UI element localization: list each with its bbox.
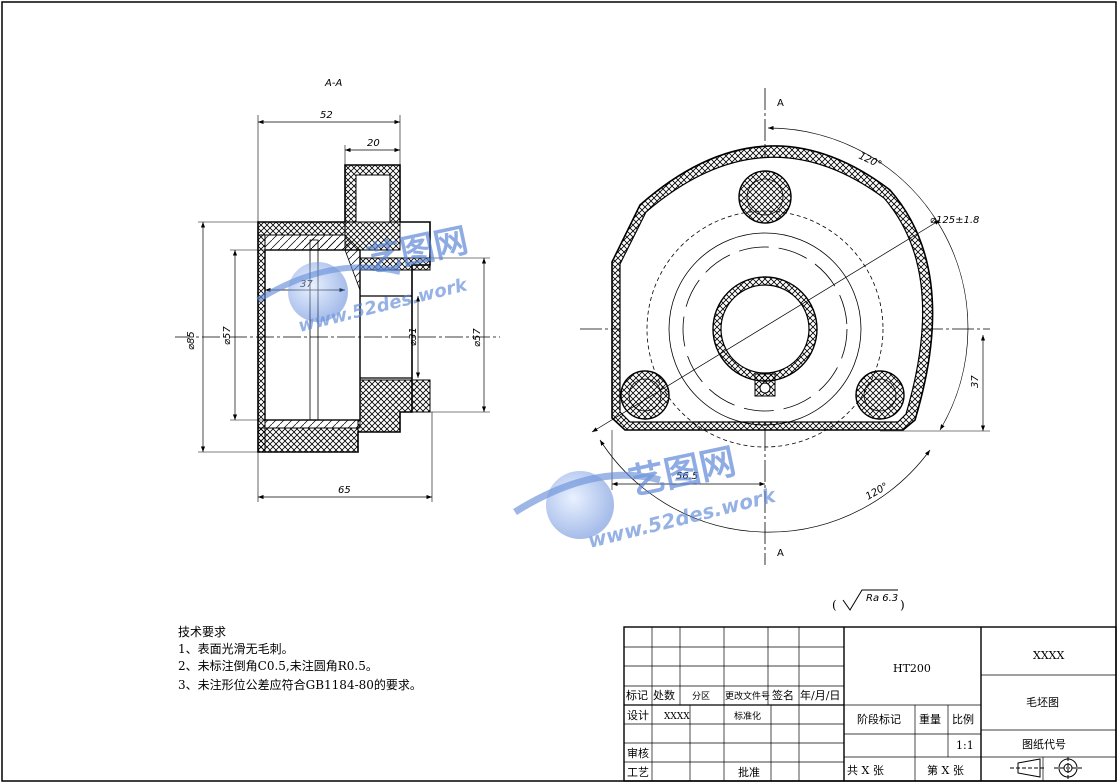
dim-52: 52 — [320, 110, 333, 121]
watermark-logo-2: 艺图网 www.52des.work — [513, 441, 779, 553]
roughness-close: ) — [900, 598, 905, 612]
dim-phi57-left: ⌀57 — [222, 326, 233, 345]
dim-20: 20 — [367, 138, 380, 149]
dim-37-front: 37 — [970, 375, 981, 388]
roughness-symbol: ( Ra 6.3 ) — [832, 589, 905, 612]
technical-requirements: 技术要求 1、表面光滑无毛刺。 2、未标注倒角C0.5,未注圆角R0.5。 3、… — [178, 625, 422, 692]
tb-standard: 标准化 — [734, 710, 761, 722]
section-view: A-A 52 20 65 — [175, 78, 500, 502]
dim-56-5: 56.5 — [676, 471, 698, 482]
tb-h-mark: 标记 — [626, 688, 648, 702]
front-view: A A ⌀125±1.8 120° 120° 37 — [580, 88, 990, 565]
tb-material: HT200 — [893, 662, 931, 675]
tb-total-sheets: 共 X 张 — [847, 764, 884, 777]
tb-h-count: 处数 — [653, 689, 675, 702]
dim-angle-bottom: 120° — [864, 481, 890, 503]
tb-approve: 批准 — [738, 765, 760, 779]
dim-65: 65 — [338, 485, 351, 496]
tb-company: XXXX — [1033, 649, 1064, 662]
tb-h-date: 年/月/日 — [800, 688, 840, 702]
tb-scale: 比例 — [952, 712, 974, 726]
dim-angle-top: 120° — [857, 151, 883, 171]
projection-symbol-icon — [1010, 757, 1082, 780]
tb-h-sign: 签名 — [772, 688, 794, 702]
requirement-item-2: 2、未标注倒角C0.5,未注圆角R0.5。 — [178, 658, 378, 673]
section-label: A-A — [324, 78, 342, 89]
tb-craft: 工艺 — [627, 766, 649, 779]
cut-label-top: A — [777, 98, 784, 109]
cut-label-bottom: A — [777, 548, 784, 559]
dim-phi31: ⌀31 — [408, 327, 419, 346]
tb-h-zone: 分区 — [692, 691, 710, 702]
tb-drawing-name: 毛坯图 — [1026, 696, 1059, 709]
tb-stage: 阶段标记 — [857, 712, 901, 726]
tb-check: 审核 — [627, 746, 649, 760]
title-block — [623, 626, 1117, 782]
tb-design: 设计 — [627, 709, 649, 722]
requirement-item-1: 1、表面光滑无毛刺。 — [178, 642, 294, 656]
dim-phi85: ⌀85 — [186, 331, 197, 350]
tb-design-name: XXXX — [664, 712, 690, 722]
roughness-open: ( — [832, 598, 837, 612]
tb-drawing-code: 图纸代号 — [1022, 738, 1066, 751]
dim-phi57-right: ⌀57 — [472, 328, 483, 347]
requirements-title: 技术要求 — [178, 625, 226, 639]
tb-h-doc: 更改文件号 — [725, 690, 770, 702]
tb-weight: 重量 — [919, 712, 941, 726]
title-block-text: HT200 XXXX 毛坯图 图纸代号 标记 处数 分区 更改文件号 签名 年/… — [626, 649, 1066, 779]
roughness-value: Ra 6.3 — [866, 593, 898, 604]
tb-scale-value: 1:1 — [956, 739, 974, 752]
tb-sheet-number: 第 X 张 — [927, 763, 964, 777]
dim-phi125: ⌀125±1.8 — [930, 215, 979, 226]
requirement-item-3: 3、未注形位公差应符合GB1184-80的要求。 — [178, 677, 422, 692]
